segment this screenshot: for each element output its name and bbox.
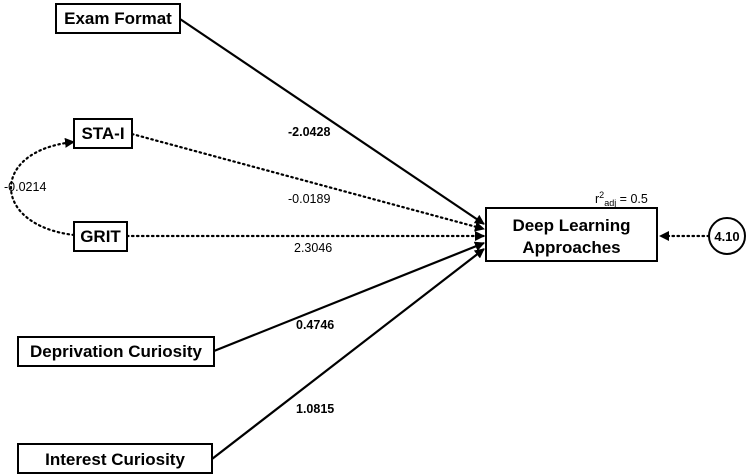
- r2-adjusted: r2adj = 0.5: [595, 190, 648, 208]
- node-exam-format: Exam Format: [55, 3, 181, 34]
- node-exam-format-label: Exam Format: [64, 9, 172, 28]
- path-exam-format: [179, 18, 485, 225]
- node-interest-curiosity-label: Interest Curiosity: [45, 450, 185, 469]
- coef-stai: -0.0189: [288, 192, 330, 206]
- coef-grit: 2.3046: [294, 241, 332, 255]
- path-deprivation-curiosity: [213, 241, 485, 353]
- coef-covariance: -0.0214: [4, 180, 46, 194]
- node-grit-label: GRIT: [80, 227, 121, 246]
- coef-exam-format: -2.0428: [288, 125, 330, 139]
- node-interest-curiosity: Interest Curiosity: [17, 443, 213, 474]
- path-interest-curiosity: [211, 248, 485, 460]
- error-term-label: 4.10: [714, 229, 739, 244]
- node-grit: GRIT: [73, 221, 128, 252]
- node-stai: STA-I: [73, 118, 133, 149]
- node-stai-label: STA-I: [81, 124, 124, 143]
- node-deprivation-curiosity: Deprivation Curiosity: [17, 336, 215, 367]
- node-deprivation-curiosity-label: Deprivation Curiosity: [30, 342, 202, 361]
- node-deep-learning-approaches: Deep Learning Approaches: [485, 207, 658, 262]
- coef-deprivation-curiosity: 0.4746: [296, 318, 334, 332]
- covariance-arc: [9, 137, 76, 237]
- error-term-node: 4.10: [708, 217, 746, 255]
- path-stai: [130, 132, 486, 232]
- coef-interest-curiosity: 1.0815: [296, 402, 334, 416]
- outcome-label-line1: Deep Learning: [512, 216, 630, 235]
- outcome-label-line2: Approaches: [522, 238, 620, 257]
